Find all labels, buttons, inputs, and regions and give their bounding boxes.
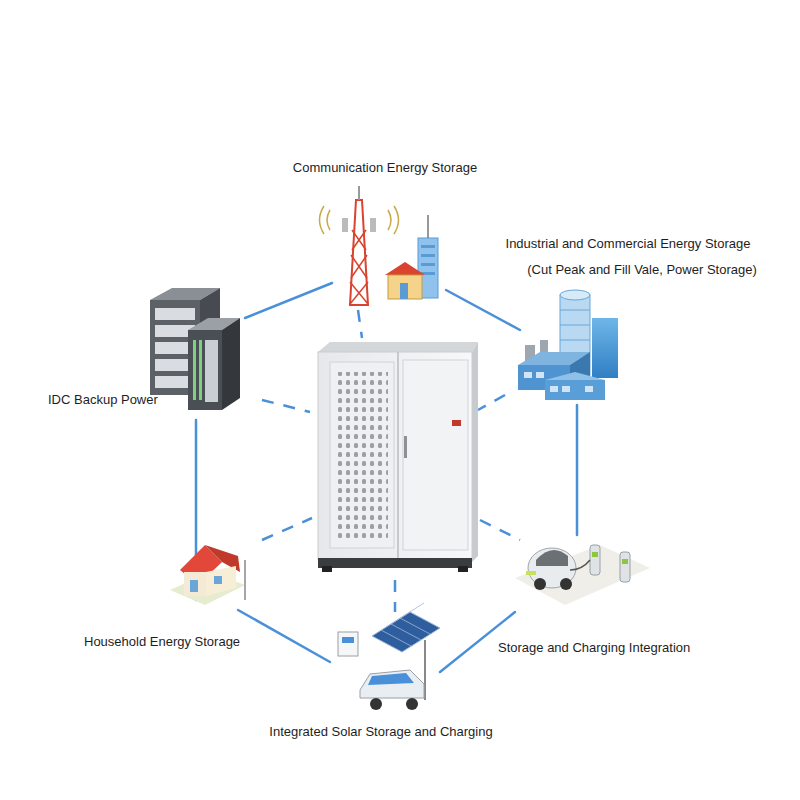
application-label: IDC Backup Power [48,392,158,408]
hexagon-lines [196,283,577,672]
ev-charging-station [515,545,650,605]
application-label: Integrated Solar Storage and Charging [269,724,492,740]
application-label: Industrial and Commercial Energy Storage [506,236,751,252]
server-racks [150,288,240,410]
industrial-buildings [518,290,618,400]
communication-tower [320,186,439,305]
application-label: Communication Energy Storage [293,160,477,176]
application-label: (Cut Peak and Fill Vale, Power Storage) [527,262,757,278]
application-label: Storage and Charging Integration [498,640,690,656]
application-label: Household Energy Storage [84,634,240,650]
solar-carport [338,603,440,710]
energy-storage-cabinet [318,342,478,572]
dashed-spokes [262,310,520,612]
household-house [170,545,245,605]
